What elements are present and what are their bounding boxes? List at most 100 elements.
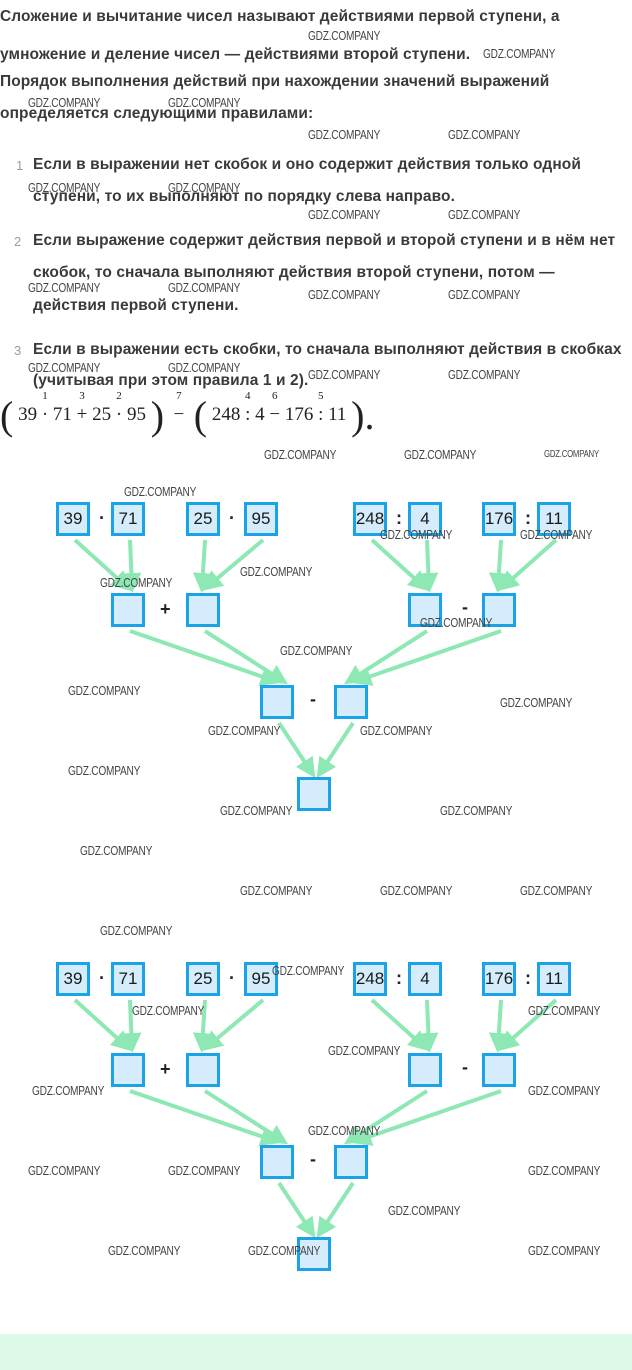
watermark-text: GDZ.COMPANY [28,180,101,195]
watermark-text: GDZ.COMPANY [360,723,433,738]
final-answer-box[interactable] [297,1237,331,1271]
operator-symbol: : [396,968,402,988]
watermark-text: GDZ.COMPANY [240,564,313,579]
order-index: 6 [271,390,278,402]
flow-arrow [202,998,265,1051]
arrows-layer [73,538,558,779]
paren-open: ( [193,393,208,438]
flow-arrow [73,538,132,592]
watermark-text: GDZ.COMPANY [483,46,556,61]
watermark-text: GDZ.COMPANY [448,207,521,222]
answer-box[interactable] [334,1145,368,1179]
rule-number: 3 [14,343,22,358]
watermark-text: GDZ.COMPANY [68,683,141,698]
rule-3-line-1: Если в выражении есть скобки, то сначала… [33,341,622,358]
flow-arrow [129,1089,281,1146]
answer-box[interactable] [111,593,145,627]
operand-box: 95 [244,962,278,996]
operand-box: 11 [537,962,571,996]
operand: 95 [126,404,146,425]
watermark-text: GDZ.COMPANY [308,28,381,43]
operator-symbol: + [160,1059,171,1079]
operand-box: 25 [186,962,220,996]
watermark-text: GDZ.COMPANY [248,1243,321,1258]
rule-1-line-1: Если в выражении нет скобок и оно содерж… [33,156,581,173]
rule-2-line-3: действия первой ступени. [33,297,239,314]
watermark-text: GDZ.COMPANY [168,1163,241,1178]
intro-line-4: определяется следующими правилами: [0,105,314,122]
final-answer-box[interactable] [297,777,331,811]
intro-line-1: Сложение и вычитание чисел называют дейс… [0,8,560,25]
watermark-text: GDZ.COMPANY [28,280,101,295]
operator-symbol: · [99,508,105,528]
intro-line-3: Порядок выполнения действий при нахожден… [0,73,550,90]
operand-box: 11 [537,502,571,536]
watermark-text: GDZ.COMPANY [264,447,337,462]
flow-arrow [277,721,316,779]
flow-arrow [418,539,439,593]
paren-open: ( [0,393,14,438]
answer-box[interactable] [334,685,368,719]
flow-arrow [121,999,142,1053]
watermark-text: GDZ.COMPANY [28,95,101,110]
answer-box[interactable] [408,593,442,627]
answer-box[interactable] [260,1145,294,1179]
operator-symbol: : [525,968,531,988]
answer-box[interactable] [186,1053,220,1087]
flow-arrow [203,1089,289,1145]
operand-box: 71 [111,502,145,536]
rule-2-line-1: Если выражение содержит действия первой … [33,232,616,249]
watermark-text: GDZ.COMPANY [168,180,241,195]
watermark-text: GDZ.COMPANY [520,527,593,542]
watermark-text: GDZ.COMPANY [528,1083,601,1098]
operand-box: 176 [482,962,516,996]
math-expression: ( 39 ·1 71 +3 25 ·2 95 ) −7 ( 248 :4 4 −… [0,390,375,439]
watermark-text: GDZ.COMPANY [132,1003,205,1018]
watermark-text: GDZ.COMPANY [308,1123,381,1138]
watermark-text: GDZ.COMPANY [168,360,241,375]
answer-box[interactable] [186,593,220,627]
watermark-text: GDZ.COMPANY [528,1163,601,1178]
operator: +3 [76,390,88,425]
answer-box[interactable] [260,685,294,719]
watermark-text: GDZ.COMPANY [544,449,599,460]
order-index: 2 [116,390,122,402]
watermark-text: GDZ.COMPANY [440,803,513,818]
operand-box: 95 [244,502,278,536]
operator-symbol: - [310,1149,316,1169]
operand-box: 176 [482,502,516,536]
operator-symbol: - [462,597,468,617]
watermark-text: GDZ.COMPANY [448,367,521,382]
watermark-text: GDZ.COMPANY [208,723,281,738]
operand: 248 [211,404,241,425]
watermark-text: GDZ.COMPANY [68,763,141,778]
paren-close: ). [351,393,375,438]
footer-bar [0,1334,632,1370]
flow-arrow [498,998,558,1051]
watermark-text: GDZ.COMPANY [528,1243,601,1258]
operator: ·1 [41,390,49,425]
answer-box[interactable] [408,1053,442,1087]
order-index: 4 [244,390,251,402]
operator-symbol: - [310,689,316,709]
answer-box[interactable] [111,1053,145,1087]
rule-number: 1 [16,158,24,173]
order-index: 3 [79,390,85,402]
answer-box[interactable] [482,1053,516,1087]
watermark-text: GDZ.COMPANY [100,923,173,938]
operand: 71 [52,404,72,425]
watermark-text: GDZ.COMPANY [388,1203,461,1218]
watermark-text: GDZ.COMPANY [448,287,521,302]
flow-arrow [370,538,429,592]
operand-box: 248 [353,962,387,996]
watermark-text: GDZ.COMPANY [420,615,493,630]
answer-box[interactable] [482,593,516,627]
rule-3-line-2: (учитывая при этом правила 1 и 2). [33,372,309,389]
watermark-text: GDZ.COMPANY [380,883,453,898]
flow-arrow [277,1181,316,1239]
flow-arrow [343,629,429,685]
operand-box: 39 [56,502,90,536]
paren-close: ) [150,393,165,438]
operator-symbol: · [99,968,105,988]
